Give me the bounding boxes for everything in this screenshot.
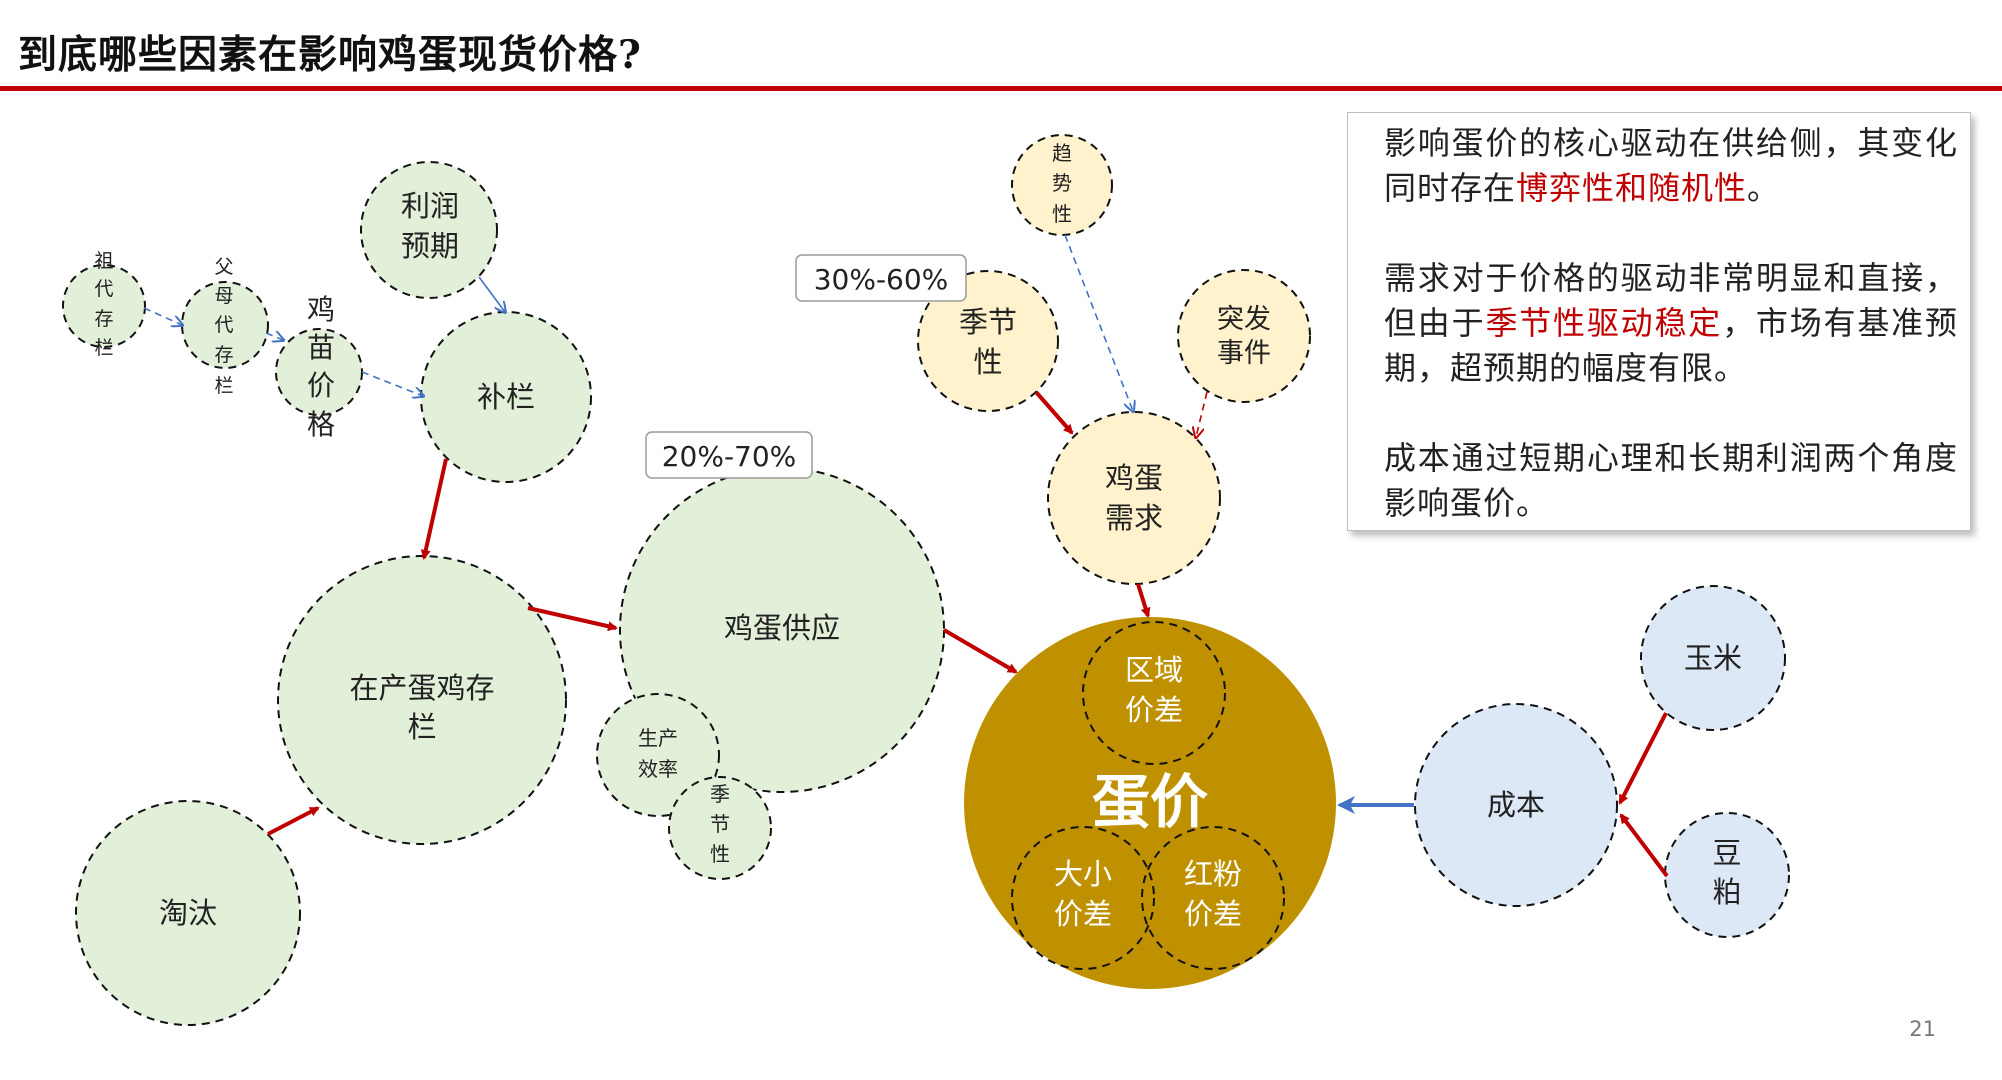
- season-small-label-1: 季: [710, 782, 730, 806]
- arrow-taotai-zaichan: [267, 806, 320, 836]
- supply-label: 鸡蛋供应: [724, 611, 840, 645]
- corn-label: 玉米: [1684, 641, 1742, 675]
- taotai-label: 淘汰: [159, 896, 217, 930]
- trend-label-1: 趋: [1052, 141, 1072, 165]
- arrow-jimiao-bulan: [361, 371, 423, 396]
- arrow-bulan-zaichan: [420, 458, 448, 560]
- node-fumudai: [181, 281, 269, 369]
- node-size: [1011, 826, 1155, 970]
- note-p1-end: 。: [1747, 169, 1781, 207]
- lirun-label-2: 预期: [401, 229, 459, 263]
- node-region: [1082, 621, 1226, 765]
- summary-note: 影响蛋价的核心驱动在供给侧，其变化同时存在博弈性和随机性。 需求对于价格的驱动非…: [1347, 112, 1971, 531]
- cost-label: 成本: [1487, 788, 1545, 822]
- page-title: 到底哪些因素在影响鸡蛋现货价格?: [18, 32, 642, 78]
- demand-label-1: 鸡蛋: [1105, 461, 1163, 495]
- node-price: [964, 617, 1336, 989]
- jimiao-label-1: 鸡: [307, 293, 335, 326]
- soymeal-label-2: 粕: [1712, 875, 1741, 909]
- note-p2-highlight: 季节性驱动稳定: [1485, 304, 1723, 342]
- jimiao-label-4: 格: [307, 408, 335, 441]
- node-taotai: [75, 800, 301, 1026]
- efficiency-label-1: 生产: [638, 726, 678, 750]
- jimiao-label-3: 价: [307, 369, 335, 402]
- arrow-emergency-demand: [1196, 391, 1208, 437]
- arrow-season-demand: [1034, 390, 1074, 435]
- price-label: 蛋价: [1092, 768, 1208, 836]
- soymeal-label-1: 豆: [1712, 836, 1741, 870]
- node-efficiency: [596, 693, 720, 817]
- demand-label-2: 需求: [1105, 501, 1163, 535]
- percent-label-demand: 30%-60%: [814, 263, 949, 296]
- node-lirun: [360, 161, 498, 299]
- percent-box-demand: 30%-60%: [795, 254, 967, 302]
- node-zudai: [62, 264, 146, 348]
- zudai-label-2: 代: [94, 278, 113, 300]
- note-p1-highlight: 博弈性和随机性: [1516, 169, 1748, 207]
- arrow-supply-price: [942, 628, 1018, 674]
- color-diff-label-2: 价差: [1184, 897, 1242, 931]
- arrow-zudai-fumudai: [143, 307, 182, 325]
- region-label-2: 价差: [1125, 693, 1183, 727]
- fumudai-label-5: 栏: [214, 375, 233, 397]
- trend-label-2: 势: [1052, 171, 1072, 195]
- note-p2-end: ，市场有基准预期，超预期的幅度有限。: [1384, 304, 1958, 387]
- zudai-label-3: 存: [94, 308, 113, 330]
- node-emergency: [1177, 269, 1311, 403]
- percent-box-supply: 20%-70%: [645, 431, 813, 479]
- zaichan-label-1: 在产蛋鸡存: [349, 671, 494, 705]
- jimiao-label-2: 苗: [307, 331, 335, 364]
- note-p2-text: 需求对于价格的驱动非常明显和直接，但由于: [1384, 259, 1958, 342]
- zudai-label-4: 栏: [94, 337, 113, 359]
- node-season: [917, 270, 1059, 412]
- emergency-label-2: 事件: [1217, 338, 1271, 369]
- page-number: 21: [1909, 1017, 1936, 1041]
- note-paragraph-3: 成本通过短期心理和长期利润两个角度影响蛋价。: [1384, 439, 1958, 522]
- size-label-2: 价差: [1054, 897, 1112, 931]
- zudai-label-1: 祖: [94, 250, 113, 272]
- arrow-soymeal-cost: [1619, 813, 1669, 878]
- note-p1-text: 影响蛋价的核心驱动在供给侧，其变化同时存在: [1384, 124, 1958, 207]
- arrow-zaichan-supply: [527, 606, 618, 632]
- lirun-label-1: 利润: [401, 189, 459, 223]
- title-divider: [0, 86, 2002, 91]
- fumudai-label-1: 父: [214, 256, 233, 278]
- arrow-lirun-bulan: [478, 276, 505, 312]
- efficiency-label-2: 效率: [638, 757, 678, 781]
- percent-label-supply: 20%-70%: [662, 440, 797, 473]
- arrow-demand-price: [1136, 583, 1151, 618]
- fumudai-label-3: 代: [214, 314, 233, 336]
- size-label-1: 大小: [1054, 857, 1112, 891]
- node-corn: [1640, 585, 1786, 731]
- fumudai-label-2: 母: [214, 285, 233, 307]
- node-color-diff: [1141, 826, 1285, 970]
- bulan-label: 补栏: [477, 380, 535, 414]
- trend-label-3: 性: [1052, 202, 1072, 226]
- node-trend: [1011, 134, 1113, 236]
- note-paragraph-2: 需求对于价格的驱动非常明显和直接，但由于季节性驱动稳定，市场有基准预期，超预期的…: [1384, 256, 1958, 391]
- note-paragraph-1: 影响蛋价的核心驱动在供给侧，其变化同时存在博弈性和随机性。: [1384, 121, 1958, 211]
- season-label-2: 性: [973, 345, 1002, 379]
- node-soymeal: [1664, 812, 1790, 938]
- season-label-1: 季节: [959, 305, 1017, 339]
- arrow-corn-cost: [1618, 712, 1668, 805]
- color-diff-label-1: 红粉: [1184, 857, 1242, 891]
- season-small-label-3: 性: [710, 842, 730, 866]
- arrow-trend-demand: [1064, 234, 1133, 411]
- node-cost: [1414, 703, 1618, 907]
- fumudai-label-4: 存: [214, 344, 233, 366]
- emergency-label-1: 突发: [1217, 304, 1271, 335]
- zaichan-label-2: 栏: [407, 710, 436, 744]
- region-label-1: 区域: [1125, 653, 1183, 687]
- node-season-small: [668, 776, 772, 880]
- arrow-fumudai-jimiao: [265, 333, 283, 340]
- season-small-label-2: 节: [710, 812, 730, 836]
- node-demand: [1047, 411, 1221, 585]
